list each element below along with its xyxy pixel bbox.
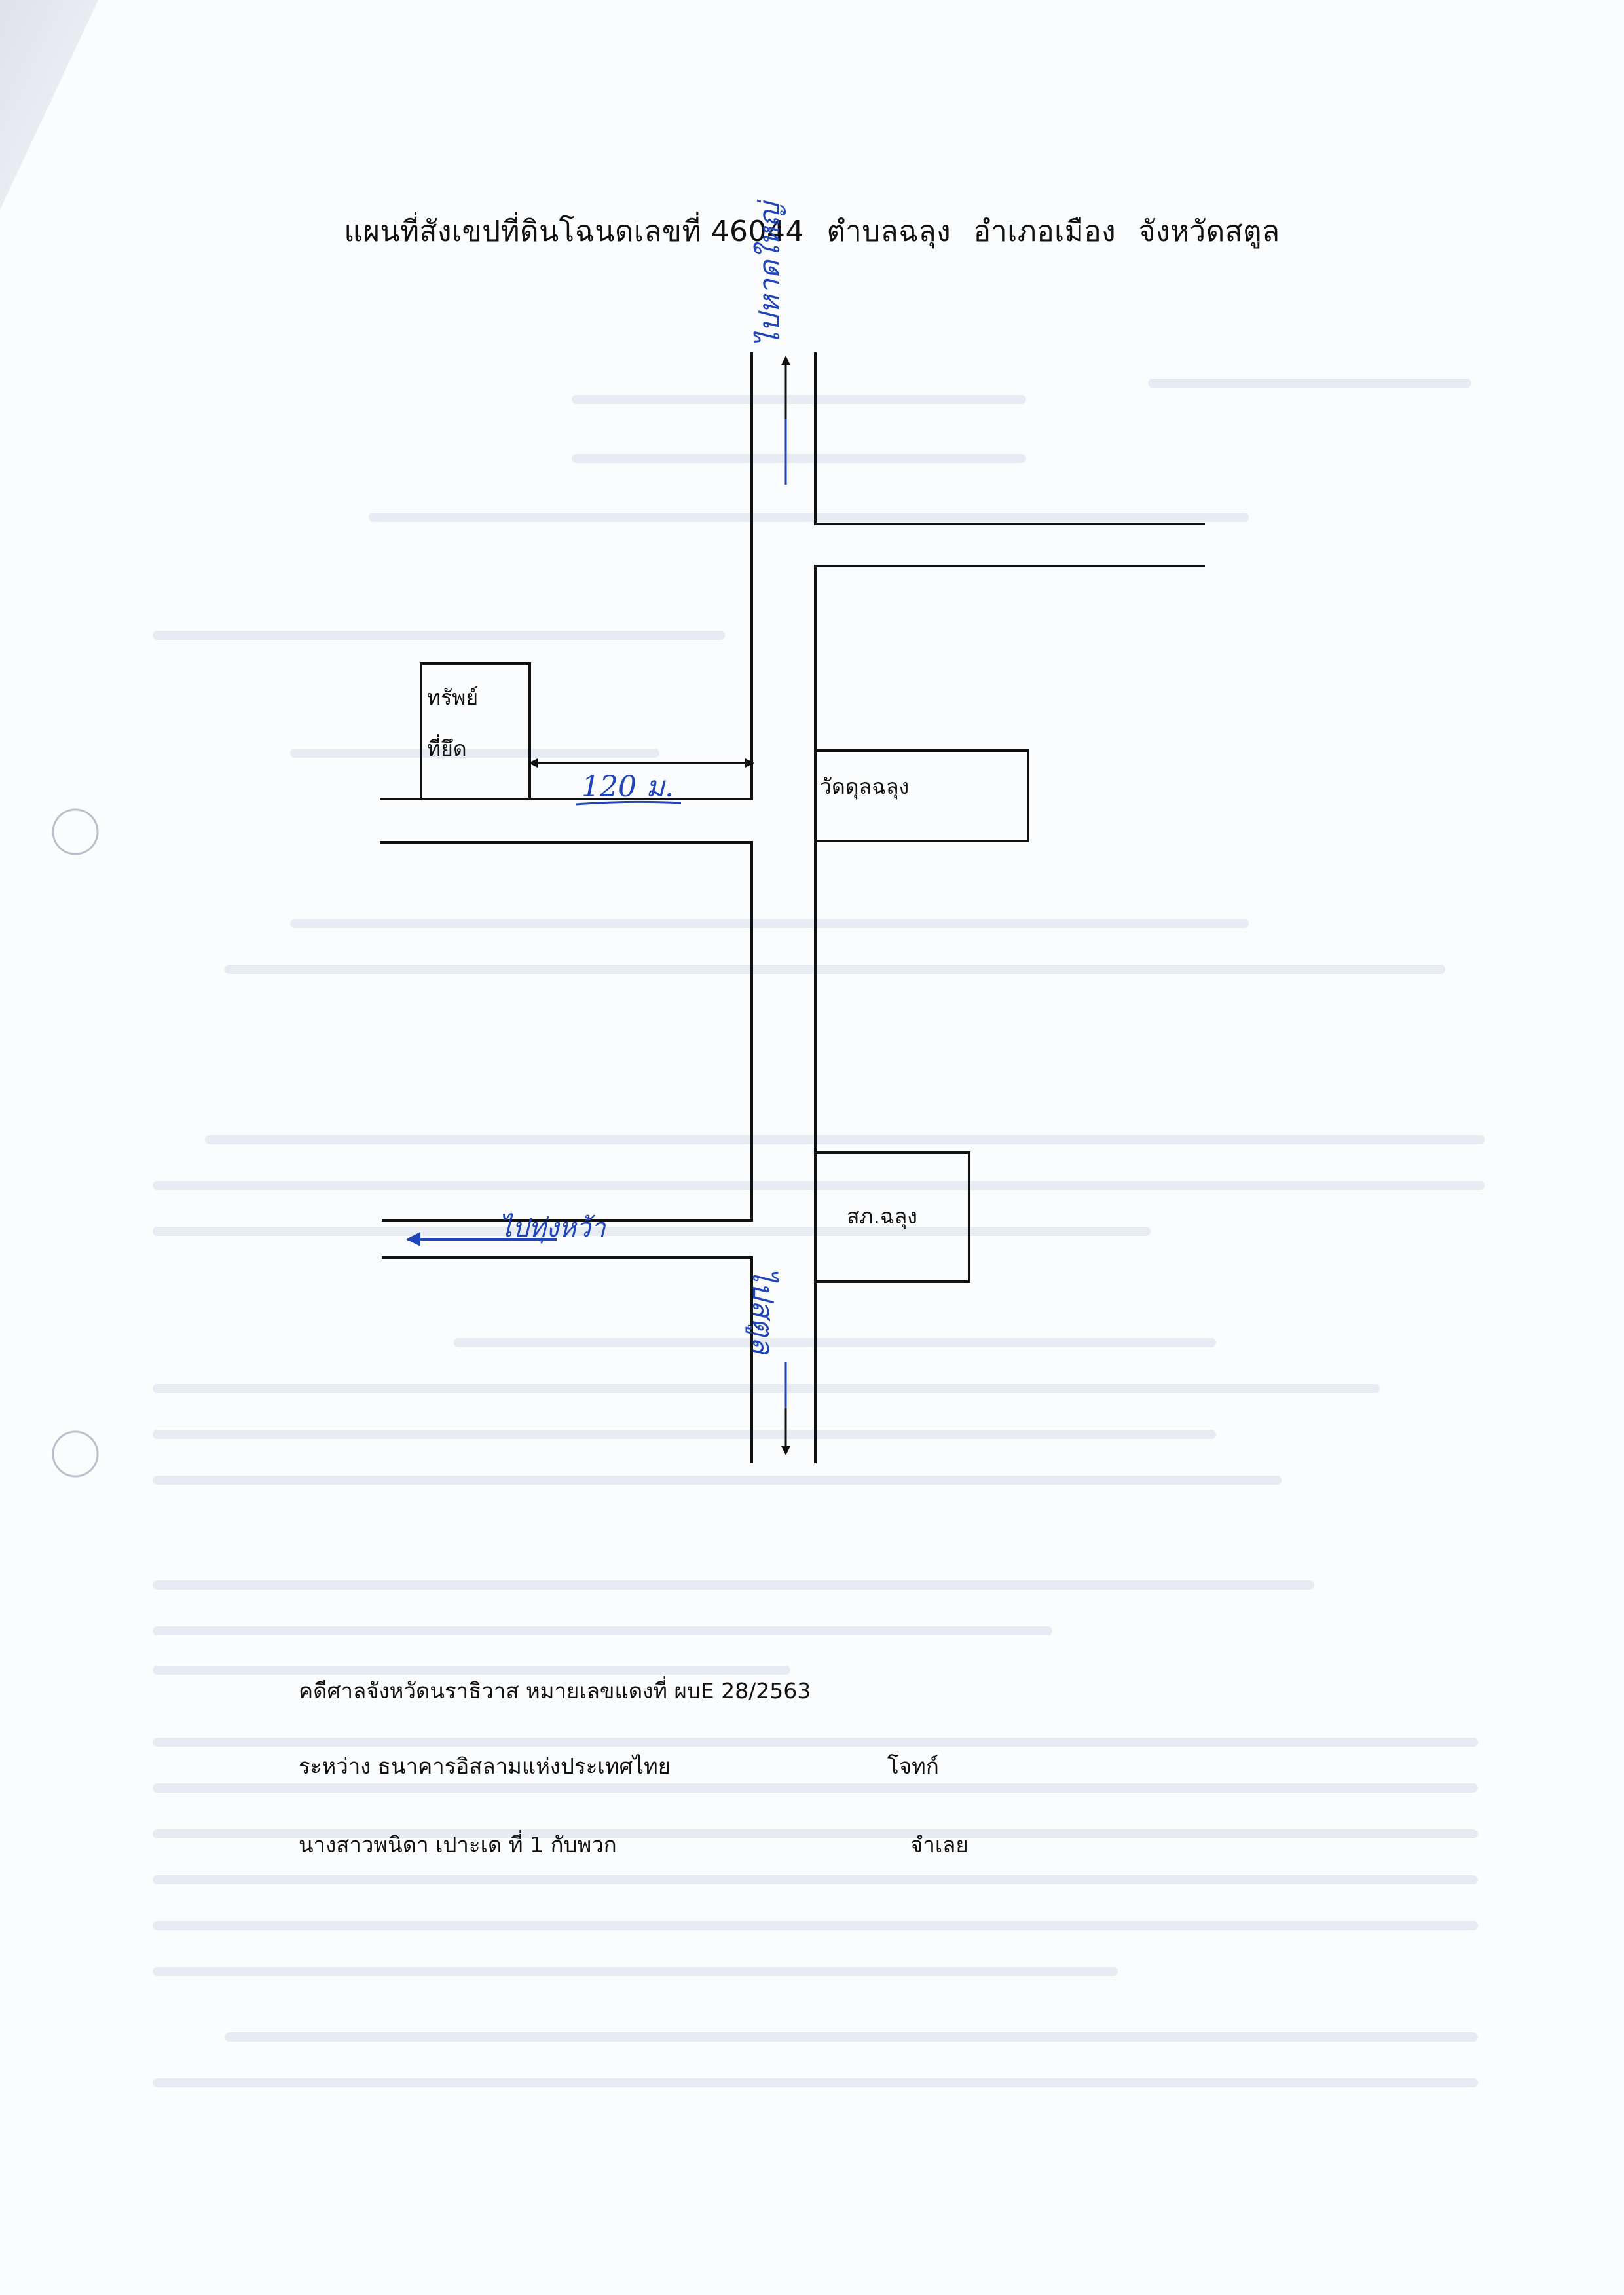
defendant-line: นางสาวพนิดา เปาะเด ที่ 1 กับพวก bbox=[299, 1832, 617, 1857]
property-box bbox=[420, 662, 531, 800]
between-line: ระหว่าง ธนาคารอิสลามแห่งประเทศไทย bbox=[299, 1753, 671, 1779]
title-changwat: จังหวัดสตูล bbox=[1138, 215, 1280, 248]
court-case-line: คดีศาลจังหวัดนราธิวาส หมายเลขแดงที่ ผบE … bbox=[299, 1678, 811, 1704]
police-box bbox=[814, 1151, 970, 1283]
defendant-role: จำเลย bbox=[910, 1832, 969, 1857]
title-tambon: ตำบลฉลุง bbox=[826, 215, 951, 248]
temple-label: วัดดุลฉลุง bbox=[820, 774, 910, 799]
punch-hole-top bbox=[52, 808, 99, 855]
punch-hole-bottom bbox=[52, 1430, 99, 1478]
distance-label: 120 ม. bbox=[581, 770, 674, 804]
road-north-label: ไปหาดใหญ่ bbox=[753, 202, 786, 347]
temple-box bbox=[814, 749, 1029, 842]
distance-underline bbox=[576, 800, 682, 806]
property-label-line2: ที่ยึด bbox=[427, 736, 467, 761]
plaintiff-role: โจทก์ bbox=[887, 1753, 939, 1779]
title-amphoe: อำเภอเมือง bbox=[973, 215, 1116, 248]
police-label: สภ.ฉลุง bbox=[847, 1204, 917, 1229]
road-west-label: ไปทุ่งหว้า bbox=[499, 1213, 606, 1243]
map-title: แผนที่สังเขปที่ดินโฉนดเลขที่ 46044 ตำบลฉ… bbox=[0, 208, 1624, 254]
title-deed: แผนที่สังเขปที่ดินโฉนดเลขที่ 46044 bbox=[344, 215, 804, 248]
property-label-line1: ทรัพย์ bbox=[427, 685, 479, 710]
folded-corner bbox=[0, 0, 98, 210]
road-south-label: ไปสตูล bbox=[746, 1267, 779, 1354]
bleed-through-text bbox=[153, 379, 1485, 2087]
